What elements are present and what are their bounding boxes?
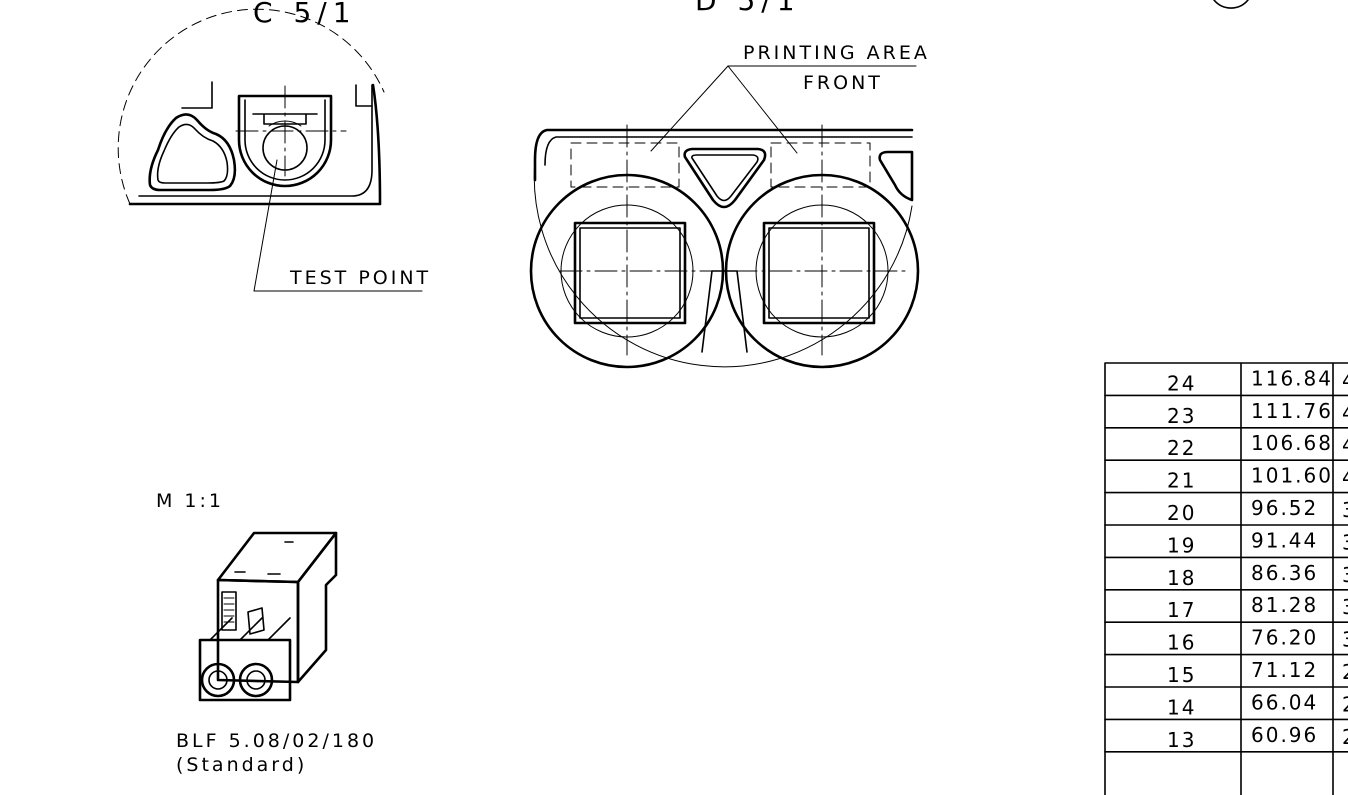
detail-d-boundary [533, 159, 913, 368]
clamp-square-2 [762, 221, 876, 325]
table-cell-extra: 3 [1342, 563, 1348, 587]
table-cell-length: 96.52 [1251, 496, 1318, 520]
clamp-square-1 [573, 221, 687, 325]
detail-c-boundary [117, 8, 385, 205]
test-point-socket [237, 94, 333, 188]
table-cell-extra: 2 [1342, 660, 1348, 684]
table-cell-extra: 4 [1342, 466, 1348, 490]
table-cell-extra: 3 [1342, 530, 1348, 554]
table-cell-length: 60.96 [1251, 723, 1318, 747]
table-cell-length: 86.36 [1251, 561, 1318, 585]
table-cell-poles: 24 [1167, 371, 1196, 395]
coding-pocket-1 [683, 147, 767, 209]
table-cell-length: 66.04 [1251, 690, 1318, 714]
table-cell-poles: 16 [1167, 631, 1196, 655]
table-cell-poles: 22 [1167, 436, 1196, 460]
table-cell-extra: 4 [1342, 433, 1348, 457]
coding-pocket-2 [878, 150, 914, 202]
table-cell-poles: 19 [1167, 533, 1196, 557]
product-variant: (Standard) [176, 754, 307, 776]
front-label: FRONT [803, 72, 883, 94]
table-cell-extra: 2 [1342, 692, 1348, 716]
table-cell-extra: 4 [1342, 401, 1348, 425]
table-cell-length: 81.28 [1251, 593, 1318, 617]
dimension-table: 24116.84423111.76422106.68421101.6042096… [1104, 362, 1348, 795]
table-cell-length: 101.60 [1251, 464, 1333, 488]
detail-c-housing [128, 83, 382, 206]
table-cell-poles: 18 [1167, 566, 1196, 590]
table-cell-extra: 3 [1342, 498, 1348, 522]
table-cell-length: 111.76 [1251, 399, 1333, 423]
table-cell-poles: 15 [1167, 663, 1196, 687]
table-cell-extra: 3 [1342, 628, 1348, 652]
test-point-leader [253, 159, 423, 292]
coding-pocket [148, 113, 237, 192]
table-cell-poles: 23 [1167, 404, 1196, 428]
table-cell-poles: 21 [1167, 469, 1196, 493]
table-cell-extra: 4 [1342, 368, 1348, 392]
product-view: M 1:1 BLF 5.08/02/180 (Standard) [156, 490, 377, 776]
table-cell-length: 91.44 [1251, 528, 1318, 552]
table-cell-length: 106.68 [1251, 431, 1333, 455]
scale-label: M 1:1 [156, 490, 224, 512]
connector-render-icon [198, 531, 338, 702]
detail-d-title: D 5/1 [695, 0, 801, 17]
table-cell-poles: 17 [1167, 598, 1196, 622]
table-cell-length: 76.20 [1251, 626, 1318, 650]
detail-c-title: C 5/1 [253, 0, 357, 29]
test-point-label: TEST POINT [289, 267, 431, 289]
table-grid [1104, 362, 1348, 795]
detail-d-view: D 5/1 PRINTING AREA FRONT [529, 0, 930, 369]
product-name: BLF 5.08/02/180 [176, 730, 377, 752]
table-cell-poles: 20 [1167, 501, 1196, 525]
printing-area-label: PRINTING AREA [743, 42, 930, 64]
printing-area-2 [770, 142, 871, 188]
circle-mark-icon [1213, 0, 1249, 9]
detail-c-view: C 5/1 TEST POINT [117, 0, 431, 292]
table-cell-length: 116.84 [1251, 366, 1333, 390]
printing-area-1 [570, 142, 680, 188]
table-cell-extra: 3 [1342, 595, 1348, 619]
table-cell-length: 71.12 [1251, 658, 1318, 682]
table-cell-poles: 13 [1167, 728, 1196, 752]
table-cell-poles: 14 [1167, 695, 1196, 719]
table-cell-extra: 2 [1342, 725, 1348, 749]
